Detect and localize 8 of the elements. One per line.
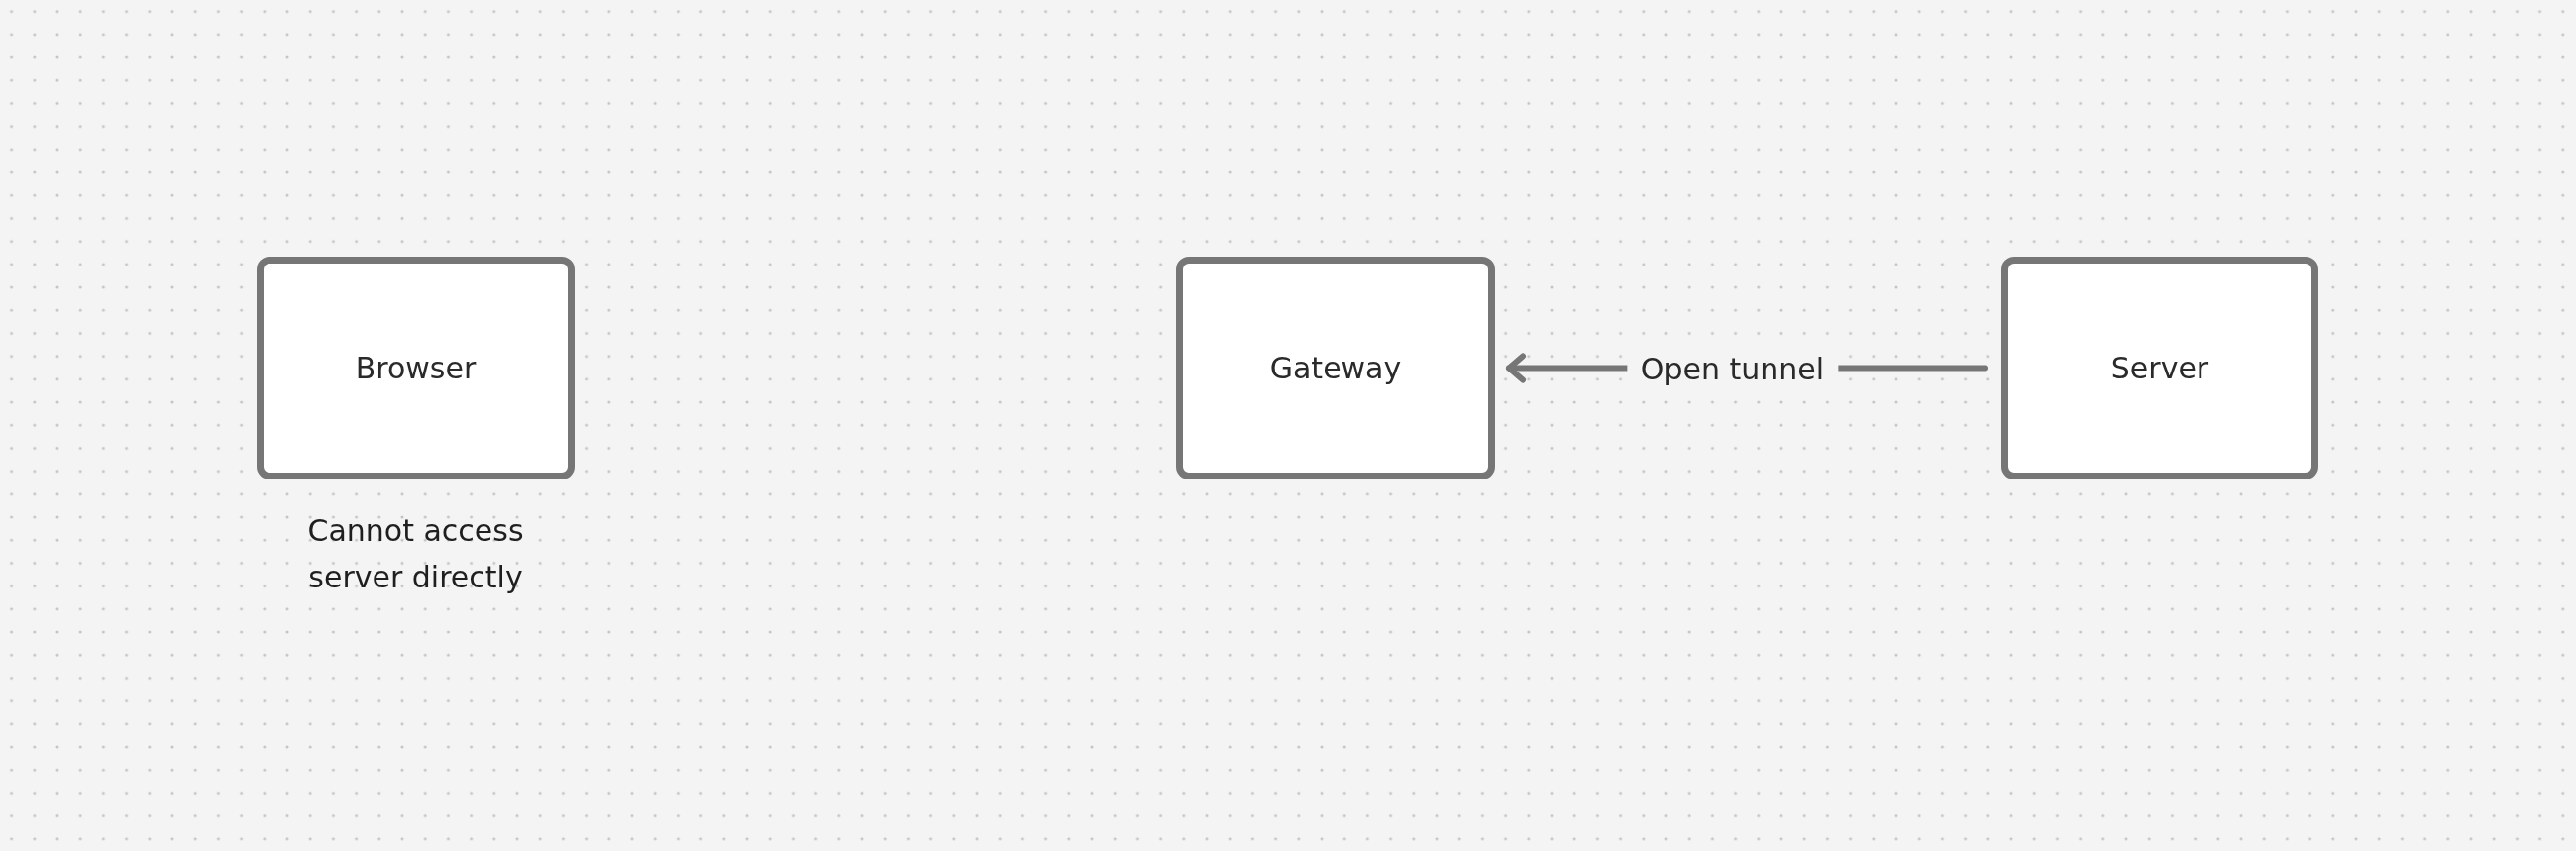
node-label: Gateway xyxy=(1269,351,1402,385)
edge-label: Open tunnel xyxy=(1626,351,1839,385)
process-box xyxy=(257,257,575,479)
node-caption: Cannot access server directly xyxy=(306,512,525,596)
node-label: Server xyxy=(2110,351,2209,385)
process-box xyxy=(1176,257,1495,479)
process-box xyxy=(2001,257,2318,479)
node-label: Browser xyxy=(355,351,477,385)
